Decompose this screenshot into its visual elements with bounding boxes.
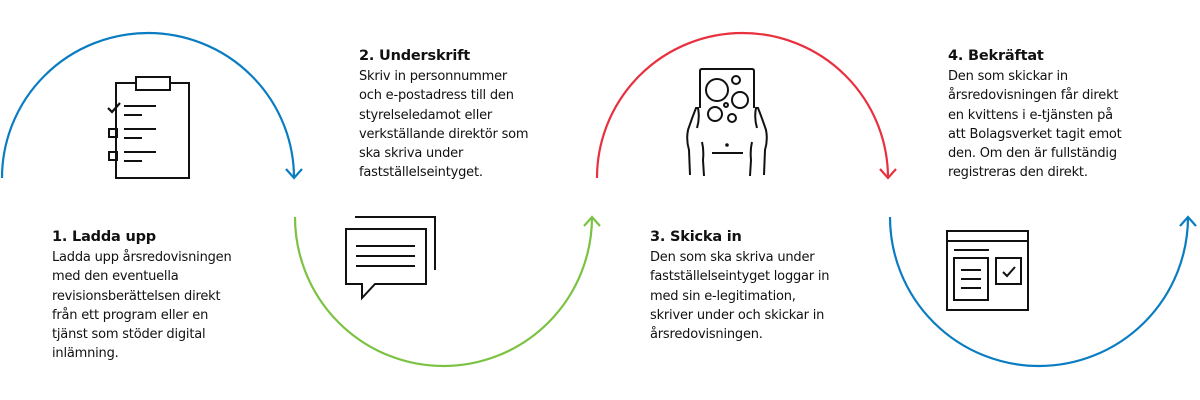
step-4: 4. Bekräftat Den som skickar in årsredov… — [948, 46, 1122, 183]
arrow-up-icon — [1179, 215, 1197, 227]
step-title: 4. Bekräftat — [948, 48, 1044, 64]
step-text-line: inlämning. — [52, 346, 119, 362]
step-text-line: med den eventuella — [52, 269, 179, 285]
arrow-down-icon — [879, 168, 897, 180]
step-text-line: med sin e-legitimation, — [650, 288, 796, 304]
clipboard-checklist-icon — [107, 76, 190, 179]
step-text-line: verkställande direktör som — [359, 126, 529, 142]
step-1: 1. Ladda upp Ladda upp årsredovisningen … — [52, 227, 232, 364]
arc-step-2 — [293, 216, 594, 368]
step-title: 1. Ladda upp — [52, 229, 156, 245]
arrow-down-icon — [285, 168, 303, 180]
chat-bubbles-icon — [345, 216, 436, 301]
step-text-line: Den som ska skriva under — [650, 250, 815, 265]
arrow-up-icon — [583, 215, 601, 227]
tablet-hands-icon — [686, 68, 768, 177]
step-text-line: Den som skickar in — [948, 69, 1068, 84]
step-text-line: tjänst som stöder digital — [52, 327, 206, 343]
arc-step-1 — [0, 31, 296, 179]
step-text-line: fastställelseintyget loggar in — [650, 269, 830, 285]
step-text-line: fastställelseintyget. — [359, 165, 483, 181]
step-text-line: Ladda upp årsredovisningen — [52, 250, 232, 265]
step-text-line: registreras den direkt. — [948, 165, 1088, 181]
arc-step-4 — [888, 216, 1190, 368]
step-title: 2. Underskrift — [359, 48, 470, 64]
step-text-line: skriver under och skickar in — [650, 307, 825, 323]
step-text-line: revisionsberättelsen direkt — [52, 288, 221, 304]
step-text-line: den. Om den är fullständig — [948, 146, 1117, 162]
step-2: 2. Underskrift Skriv in personnummer och… — [359, 46, 529, 183]
step-text-line: en kvittens i e-tjänsten på — [948, 107, 1113, 123]
step-text-line: att Bolagsverket tagit emot — [948, 126, 1122, 142]
arc-step-3 — [595, 31, 890, 179]
browser-receipt-icon — [946, 230, 1029, 311]
step-text-line: ska skriva under — [359, 146, 464, 162]
step-text-line: årsredovisningen. — [650, 327, 763, 343]
step-text-line: årsredovisningen får direkt — [948, 88, 1119, 104]
step-text-line: och e-postadress till den — [359, 88, 514, 104]
step-text-line: Skriv in personnummer — [359, 69, 508, 84]
step-text-line: från ett program eller en — [52, 307, 209, 323]
step-3: 3. Skicka in Den som ska skriva under fa… — [650, 227, 830, 344]
step-text-line: styrelseledamot eller — [359, 107, 493, 123]
step-title: 3. Skicka in — [650, 229, 742, 245]
